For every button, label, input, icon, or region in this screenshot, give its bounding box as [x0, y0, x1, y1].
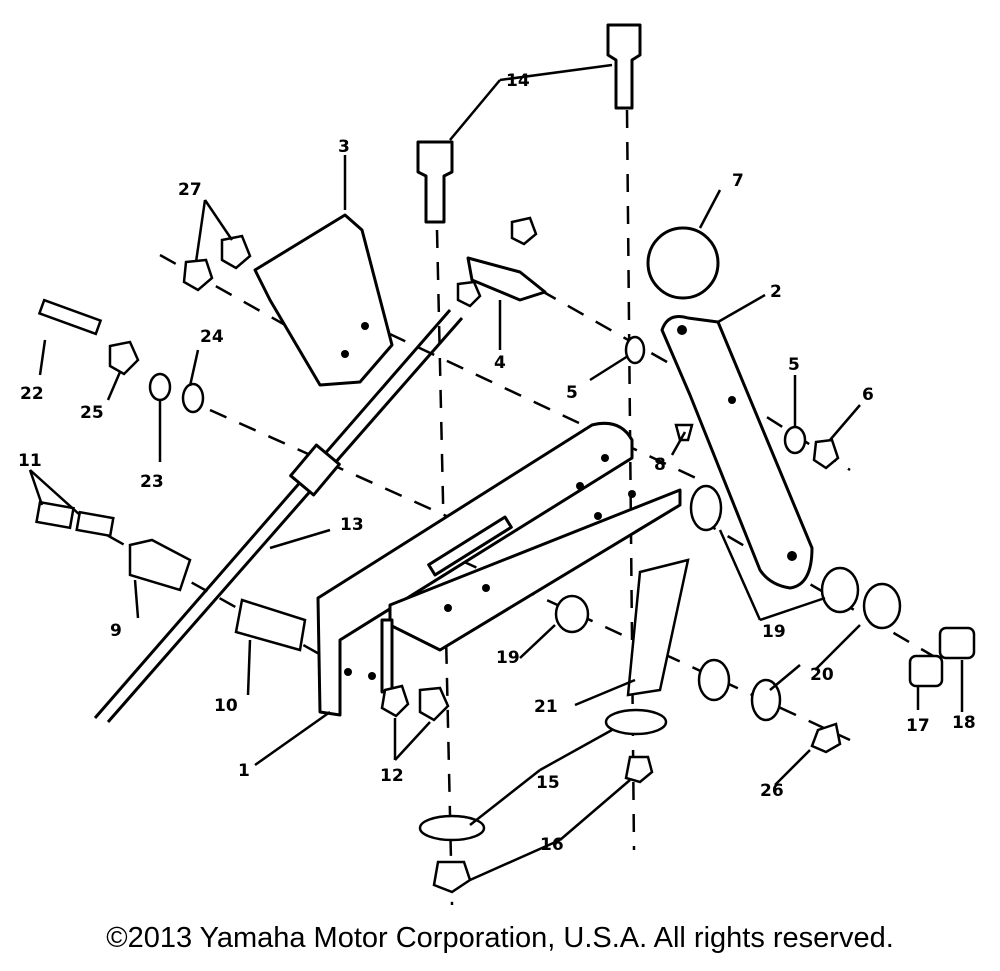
- callout-label: 23: [140, 472, 164, 492]
- exploded-parts-diagram: 1 2 3 4 5 5 6 7 8 9 10 11 12 13 14 15 16…: [18, 23, 976, 906]
- callout-label: 19: [496, 648, 520, 668]
- callout-label: 6: [862, 385, 874, 405]
- callout-label: 20: [810, 665, 834, 685]
- callout-label: 27: [178, 180, 202, 200]
- knob-part-7: [646, 226, 720, 300]
- callout-label: 22: [20, 384, 44, 404]
- bolt-part-14: [416, 23, 642, 224]
- callout-label: 1: [238, 761, 250, 781]
- callout-label: 4: [494, 353, 506, 373]
- callout-label: 18: [952, 713, 976, 733]
- callout-label: 10: [214, 696, 238, 716]
- callout-label: 15: [536, 773, 560, 793]
- callout-label: 17: [906, 716, 930, 736]
- callout-label: 13: [340, 515, 364, 535]
- callout-label: 21: [534, 697, 558, 717]
- lever-arm-part-2: [660, 315, 814, 590]
- callout-label: 9: [110, 621, 122, 641]
- leader-lines: [28, 63, 964, 882]
- callout-label: 5: [566, 383, 578, 403]
- hardware-parts: [35, 216, 976, 894]
- callout-label: 2: [770, 282, 782, 302]
- callout-label: 8: [654, 455, 666, 475]
- callout-label: 19: [762, 622, 786, 642]
- copyright-notice: ©2013 Yamaha Motor Corporation, U.S.A. A…: [106, 922, 894, 954]
- callout-label: 5: [788, 355, 800, 375]
- callout-label: 7: [732, 171, 744, 191]
- plate-part-3: [253, 213, 394, 387]
- callout-label: 26: [760, 781, 784, 801]
- callout-label: 24: [200, 327, 224, 347]
- callout-label: 12: [380, 766, 404, 786]
- callout-label: 25: [80, 403, 104, 423]
- callout-label: 11: [18, 451, 42, 471]
- callout-label: 14: [506, 71, 530, 91]
- callout-label: 3: [338, 137, 350, 157]
- callout-labels: 1 2 3 4 5 5 6 7 8 9 10 11 12 13 14 15 16…: [18, 71, 976, 855]
- main-bracket-part-1: [316, 421, 682, 717]
- callout-label: 16: [540, 835, 564, 855]
- cable-part-13: [93, 256, 547, 723]
